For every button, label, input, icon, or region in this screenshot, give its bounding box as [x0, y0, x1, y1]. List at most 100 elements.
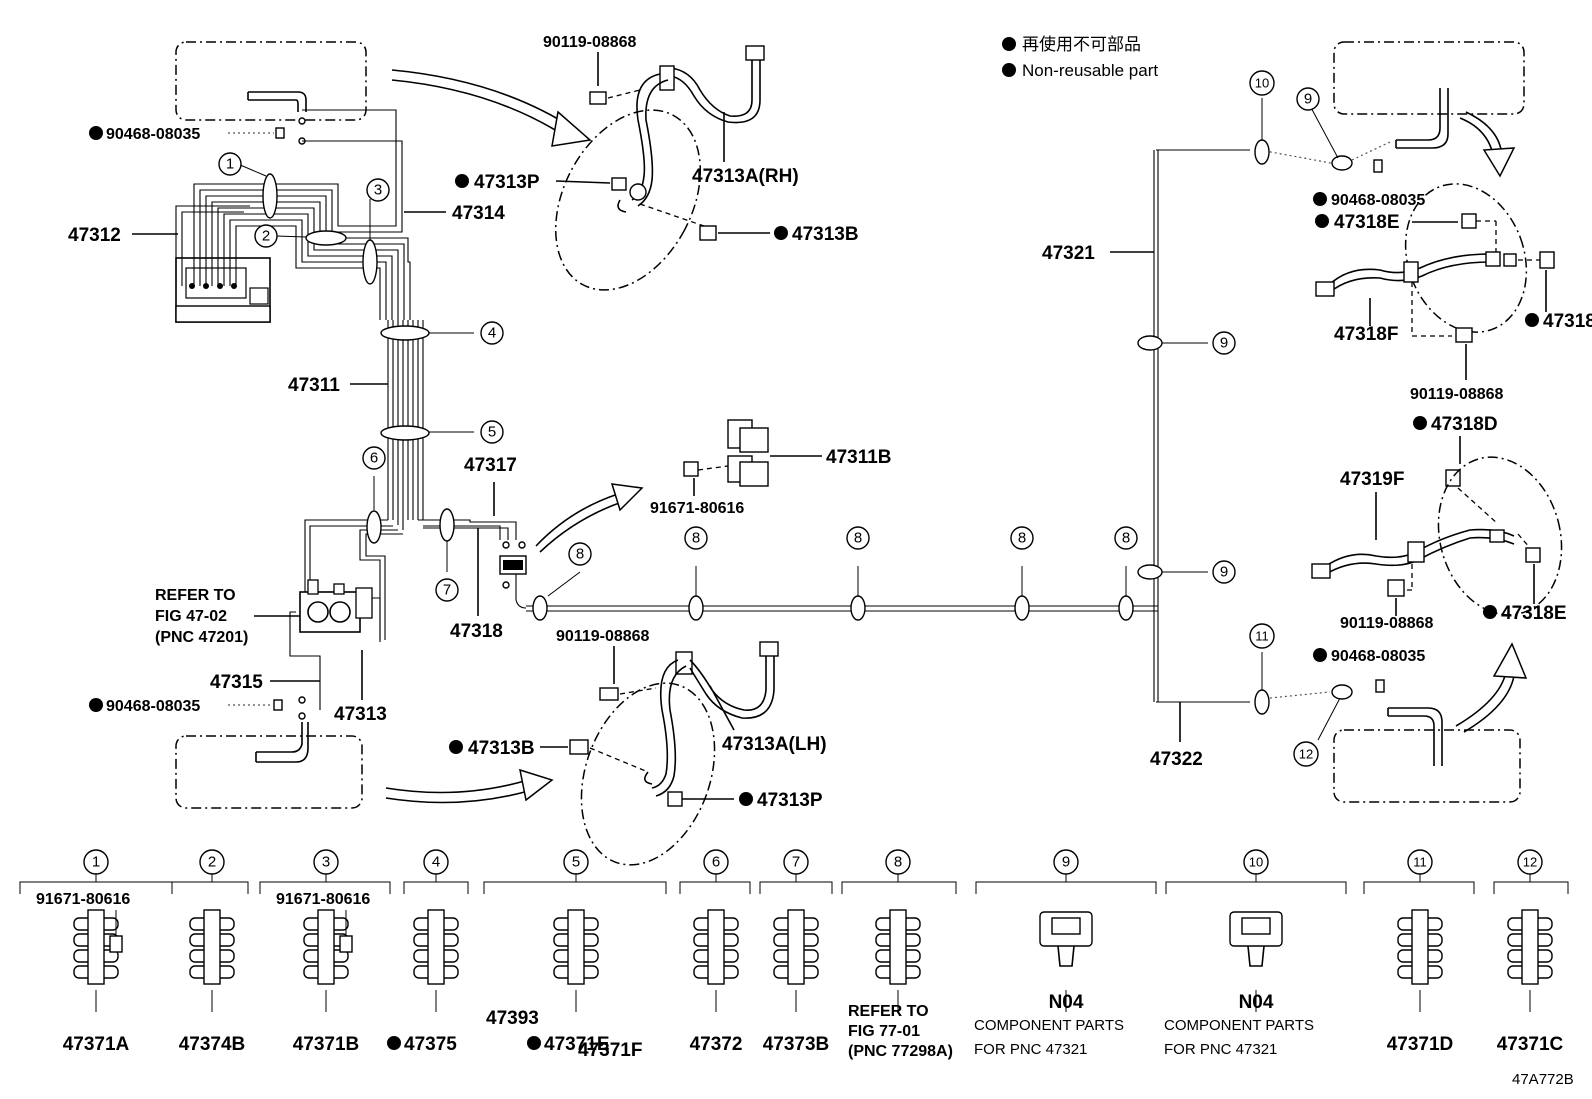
refer-47-02-line1: REFER TO: [155, 587, 236, 604]
callout-3: 3: [374, 182, 382, 199]
rear-brake-line: 47321 47322: [515, 149, 1250, 770]
callouts: 1 2 3 4 5 6 7 8 8 8 8 8 9 9 9 10 11 12: [218, 70, 1320, 767]
component-part-number: 47373B: [763, 1034, 830, 1055]
component-11-illustration: [1397, 909, 1443, 985]
component-strip: 191671-8061647371A247374B391671-80616473…: [19, 849, 1569, 1061]
abs-actuator: [175, 257, 271, 323]
nonreusable-bullet-icon: [739, 792, 753, 806]
component-bracket: [679, 881, 751, 894]
body-outline-bottom-right: [1333, 729, 1521, 803]
component-bolt-label: 91671-80616: [276, 891, 370, 908]
refer-47-02-line3: (PNC 47201): [155, 629, 248, 646]
component-part-number: 47375: [404, 1034, 457, 1055]
nonreusable-bullet-icon: [774, 226, 788, 240]
label-90119-top: 90119-08868: [543, 34, 637, 51]
component-part-number: 47371B: [293, 1034, 360, 1055]
fitting-icon: [745, 45, 765, 61]
callout-8: 8: [1122, 530, 1130, 547]
refer-47-02-line2: FIG 47-02: [155, 608, 227, 625]
label-47311B: 47311B: [826, 447, 892, 468]
component-callout-11: 11: [1413, 855, 1427, 870]
callout-9: 9: [1220, 564, 1228, 581]
nonreusable-bullet-icon: [449, 740, 463, 754]
master-cylinder-area: 90468-08035 47312: [68, 41, 592, 323]
bracket-icon: [1403, 261, 1419, 283]
component-callout-4: 4: [432, 854, 440, 871]
label-47317: 47317: [464, 455, 517, 476]
label-47318E-bottom: 47318E: [1501, 603, 1567, 624]
clamp-11: [1254, 689, 1270, 715]
label-47314: 47314: [452, 203, 505, 224]
front-rh-hose: 90119-08868 47313P 47313A(RH) 47313B: [455, 34, 859, 291]
component-code: N04: [1049, 992, 1084, 1013]
clamp-10: [1254, 139, 1270, 165]
component-7-illustration: [773, 909, 819, 985]
clamp-1: [262, 173, 278, 219]
component-bracket: [1165, 881, 1347, 894]
legend: 再使用不可部品 Non-reusable part: [1002, 34, 1158, 80]
label-47318F: 47318F: [1334, 324, 1398, 345]
component-bolt-label: 91671-80616: [36, 891, 130, 908]
bracket-icon: [1407, 541, 1425, 563]
nut-icon: [1525, 547, 1541, 563]
nonreusable-bullet-icon: [1525, 313, 1539, 327]
legend-bullet-icon: [1002, 37, 1016, 51]
label-47313A-RH: 47313A(RH): [692, 166, 799, 187]
clamp-4: [380, 325, 430, 341]
bracket-47311B: 47311B 91671-80616: [535, 419, 892, 553]
component-bracket: [841, 881, 957, 894]
fitting-icon: [759, 641, 779, 657]
pipe-end: [248, 91, 307, 112]
callout-9: 9: [1304, 91, 1312, 108]
component-callout-2: 2: [208, 854, 216, 871]
callout-8: 8: [692, 530, 700, 547]
front-lh-hose: 90119-08868 47313A(LH) 47313B 47313P: [449, 628, 827, 866]
component-bracket: [759, 881, 833, 894]
label-90119-mid: 90119-08868: [556, 628, 650, 645]
component-8-illustration: [875, 909, 921, 985]
component-refer-line3: (PNC 77298A): [848, 1043, 953, 1060]
component-12-illustration: [1507, 909, 1553, 985]
component-4-illustration: [413, 909, 459, 985]
label-47318: 47318: [450, 621, 503, 642]
nonreusable-bullet-icon: [1313, 192, 1327, 206]
label-47318D-top: 47318D: [1543, 311, 1592, 332]
component-refer-line2: FIG 77-01: [848, 1023, 920, 1040]
component-bracket: [1363, 881, 1475, 894]
label-47318D-mid: 47318D: [1431, 414, 1498, 435]
clamp-6: [366, 510, 382, 544]
component-callout-6: 6: [712, 854, 720, 871]
bolt-icon: [599, 687, 619, 701]
detail-circle: [554, 109, 702, 291]
label-90468-bottom-left: 90468-08035: [106, 698, 200, 715]
component-callout-8: 8: [894, 854, 902, 871]
nonreusable-bullet-icon: [1483, 605, 1497, 619]
component-callout-9: 9: [1062, 854, 1070, 871]
bolt-icon: [339, 935, 353, 953]
component-bracket: [1493, 881, 1569, 894]
fitting-icon: [1311, 563, 1331, 579]
component-callout-7: 7: [792, 854, 800, 871]
pipe-branches-lower: 47317 47318: [304, 455, 527, 642]
rear-left-area: 90468-08035: [89, 696, 554, 809]
component-part-number: 47372: [690, 1034, 743, 1055]
body-outline-top-right: [1333, 41, 1525, 115]
nonreusable-bullet-icon: [1313, 648, 1327, 662]
component-5-illustration: [553, 909, 599, 985]
clip-icon: [273, 699, 283, 711]
union-bolt-icon: [699, 225, 717, 241]
fitting-icon: [1315, 281, 1335, 297]
label-91671-mid: 91671-80616: [650, 500, 744, 517]
arrow-head-icon: [1482, 147, 1516, 178]
label-90468-top-right: 90468-08035: [1331, 192, 1425, 209]
label-47321: 47321: [1042, 243, 1095, 264]
bolt-icon: [589, 91, 607, 105]
label-90468-bottom-right: 90468-08035: [1331, 648, 1425, 665]
component-bracket: [259, 881, 391, 894]
callout-7: 7: [443, 582, 451, 599]
union-bolt-icon: [569, 739, 589, 755]
component-bracket: [483, 881, 667, 894]
rear-right-area: 90468-08035 47318E 47318D 47318F 90119-0…: [1254, 41, 1592, 803]
clamp-8: [688, 595, 704, 621]
